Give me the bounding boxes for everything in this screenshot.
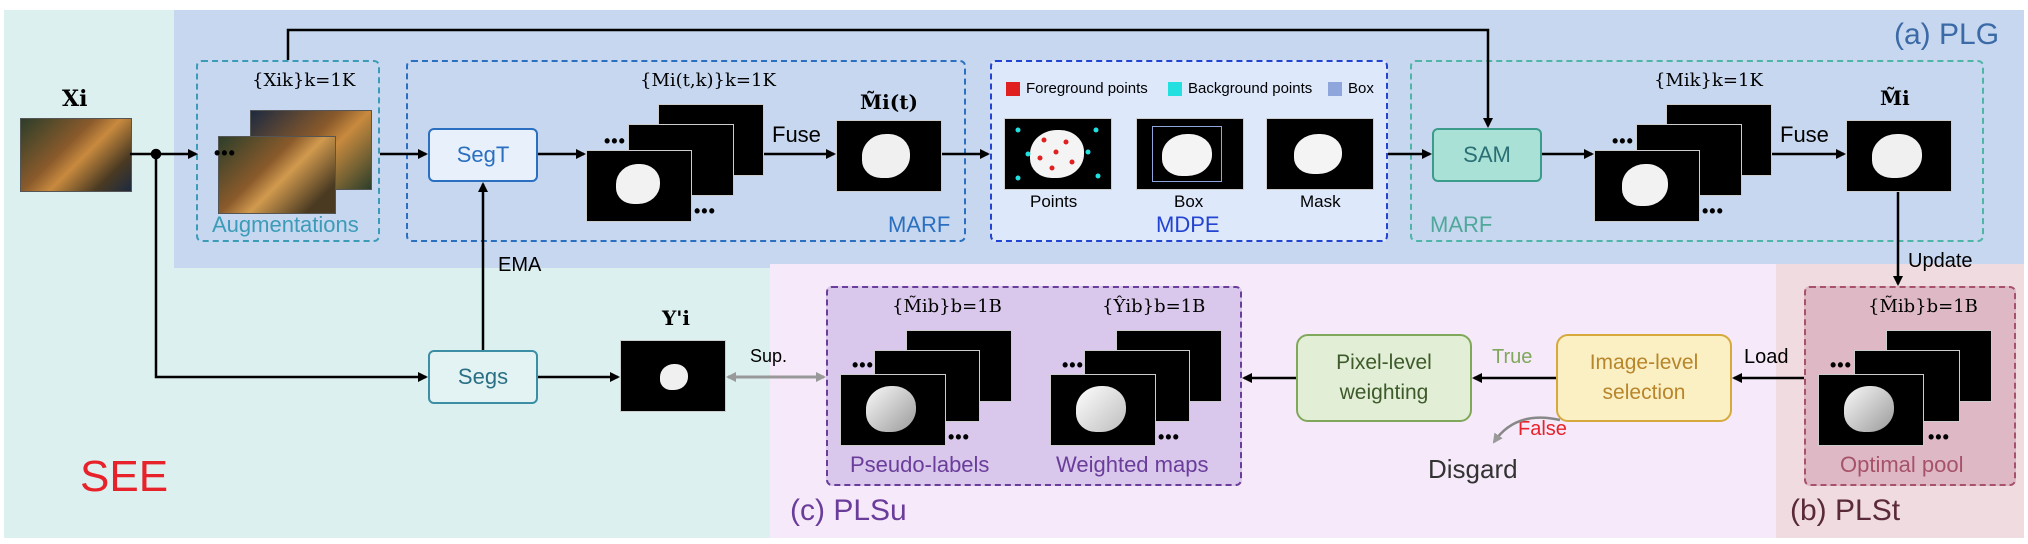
seg-teacher-box: SegT bbox=[428, 128, 538, 182]
update-label: Update bbox=[1908, 250, 1973, 272]
pool-blob bbox=[1844, 386, 1894, 432]
marf1-box bbox=[406, 60, 966, 242]
image-selection-label: Image-level selection bbox=[1589, 351, 1699, 404]
marf1-dots-b: ••• bbox=[694, 201, 716, 221]
legend-bg-swatch bbox=[1168, 82, 1182, 96]
marf1-fused-blob bbox=[862, 134, 910, 178]
marf2-dots-a: ••• bbox=[1612, 131, 1634, 151]
marf2-formula: {Mik}k=1K bbox=[1654, 70, 1763, 91]
mdpe-box-blob bbox=[1162, 134, 1212, 176]
see-title: SEE bbox=[80, 452, 169, 501]
marf2-box bbox=[1410, 60, 1984, 242]
seg-teacher-label: SegT bbox=[456, 142, 510, 167]
marf2-fuse-label: Fuse bbox=[1780, 122, 1829, 147]
marf1-dots-a: ••• bbox=[604, 131, 626, 151]
legend-bg-label: Background points bbox=[1188, 80, 1313, 97]
pixel-weighting-label: Pixel-level weighting bbox=[1336, 351, 1432, 404]
marf2-fused-blob bbox=[1872, 134, 1922, 178]
marf1-formula: {Mi(t,k)}k=1K bbox=[640, 70, 776, 91]
mdpe-mask-label: Mask bbox=[1300, 192, 1341, 211]
mdpe-points-markers bbox=[1015, 127, 1101, 181]
plsu-title: (c) PLSu bbox=[790, 494, 907, 527]
mdpe-label: MDPE bbox=[1156, 212, 1220, 237]
plst-title: (b) PLSt bbox=[1790, 494, 1901, 527]
weighted-blob bbox=[1076, 386, 1126, 432]
legend-fg-swatch bbox=[1006, 82, 1020, 96]
marf1-fuse-label: Fuse bbox=[772, 122, 821, 147]
mdpe-points-label: Points bbox=[1030, 192, 1078, 211]
input-label: Xi bbox=[62, 86, 88, 112]
sam-box: SAM bbox=[1432, 128, 1542, 182]
weighted-dots-b: ••• bbox=[1158, 427, 1180, 447]
ema-label: EMA bbox=[498, 254, 542, 276]
marf2-label: MARF bbox=[1430, 212, 1493, 237]
marf2-blob bbox=[1622, 164, 1668, 206]
weighted-formula: {Ŷib}b=1B bbox=[1102, 296, 1206, 317]
marf2-out-formula: M̃i bbox=[1880, 86, 1910, 110]
pool-label: Optimal pool bbox=[1840, 452, 1964, 477]
legend-fg-label: Foreground points bbox=[1026, 80, 1148, 97]
legend-box-swatch bbox=[1328, 82, 1342, 96]
pseudo-dots-a: ••• bbox=[852, 355, 874, 375]
sam-label: SAM bbox=[1463, 142, 1511, 167]
pseudo-label: Pseudo-labels bbox=[850, 452, 990, 477]
marf1-blob bbox=[616, 164, 660, 204]
weighted-label: Weighted maps bbox=[1056, 452, 1209, 477]
image-selection-box: Image-level selection bbox=[1556, 334, 1732, 422]
pixel-weighting-box: Pixel-level weighting bbox=[1296, 334, 1472, 422]
legend-box-label: Box bbox=[1348, 80, 1374, 97]
pseudo-dots-b: ••• bbox=[948, 427, 970, 447]
student-out-formula: Y'i bbox=[662, 306, 690, 330]
marf2-dots-b: ••• bbox=[1702, 201, 1724, 221]
seg-student-label: Segs bbox=[457, 364, 509, 389]
mdpe-box-label: Box bbox=[1174, 192, 1204, 211]
pool-dots-b: ••• bbox=[1928, 427, 1950, 447]
pseudo-blob bbox=[866, 386, 916, 432]
marf1-out-formula: M̃i(t) bbox=[860, 90, 918, 114]
pool-formula: {M̃ib}b=1B bbox=[1868, 296, 1978, 317]
discard-label: Disgard bbox=[1428, 454, 1518, 484]
pool-dots-a: ••• bbox=[1830, 355, 1852, 375]
augment-image-front bbox=[218, 136, 336, 214]
pseudo-formula: {M̃ib}b=1B bbox=[892, 296, 1002, 317]
weighted-dots-a: ••• bbox=[1062, 355, 1084, 375]
augment-dots: ••• bbox=[214, 143, 236, 163]
mdpe-box-rect bbox=[1152, 126, 1222, 182]
marf1-label: MARF bbox=[888, 212, 951, 237]
augment-formula: {Xik}k=1K bbox=[252, 70, 356, 91]
seg-student-box: Segs bbox=[428, 350, 538, 404]
sup-label: Sup. bbox=[750, 346, 788, 366]
plg-title: (a) PLG bbox=[1894, 18, 2000, 51]
load-label: Load bbox=[1744, 346, 1789, 368]
student-out-blob bbox=[660, 364, 688, 390]
mdpe-mask-blob bbox=[1294, 134, 1342, 174]
augment-label: Augmentations bbox=[212, 212, 359, 237]
false-label: False bbox=[1518, 418, 1567, 440]
true-label: True bbox=[1492, 346, 1533, 368]
